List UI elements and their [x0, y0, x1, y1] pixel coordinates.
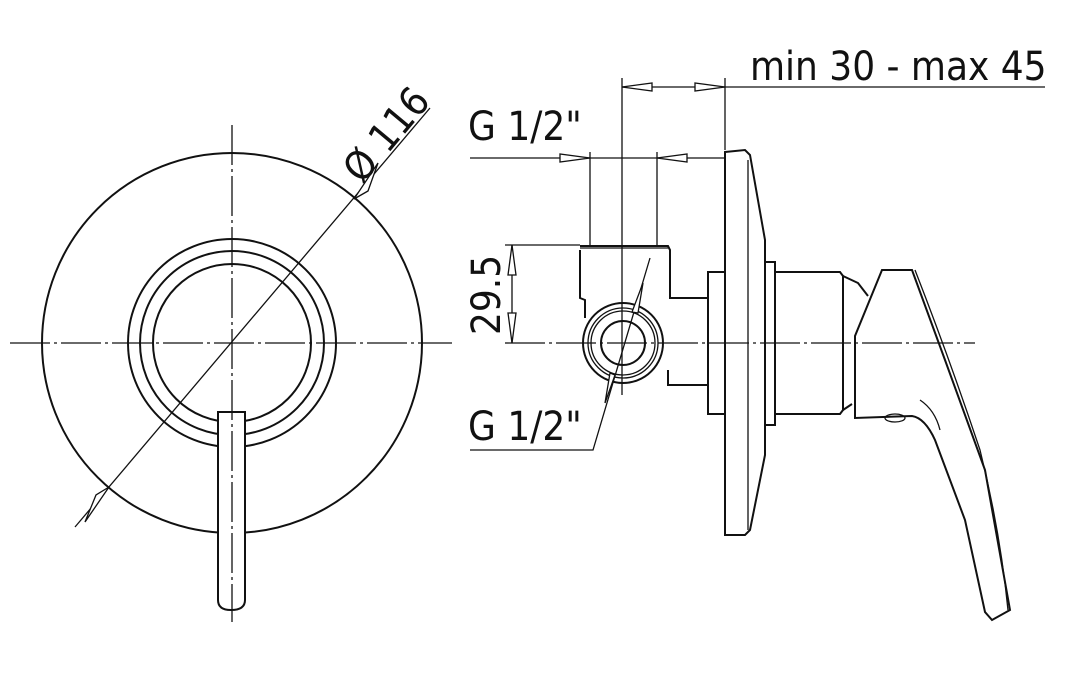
- bottom-thread-leader: [470, 257, 651, 451]
- leader-arrow-top: [631, 282, 644, 314]
- depth-label: min 30 - max 45: [750, 44, 1047, 90]
- inlet-top-body: [579, 245, 708, 318]
- inlet-outer-ring: [582, 302, 664, 384]
- collar: [764, 261, 776, 426]
- inlet-bore: [600, 320, 646, 366]
- thread-arrow-left: [559, 153, 591, 163]
- inlet-thread-ring-2: [590, 310, 656, 376]
- inlet-bottom-body: [667, 370, 708, 386]
- depth-arrow-left: [621, 82, 653, 92]
- cartridge-body: [775, 271, 844, 415]
- inlet-top-label: G 1/2": [468, 104, 582, 150]
- diameter-arrow-top: [353, 162, 379, 200]
- lever-highlight: [914, 269, 1009, 611]
- lever-pivot: [884, 413, 906, 423]
- side-view: min 30 - max 45 G 1/2" 29.5 G 1/2": [464, 44, 1047, 622]
- height-arrow-top: [507, 244, 517, 276]
- inlet-height-label: 29.5: [464, 255, 510, 335]
- wall-plate: [724, 148, 766, 536]
- body-taper: [842, 275, 869, 411]
- inlet-bottom-label: G 1/2": [468, 404, 582, 450]
- depth-arrow-right: [694, 82, 726, 92]
- inlet-thread-ring: [587, 307, 659, 379]
- diameter-label: Ø 116: [334, 79, 439, 192]
- thread-arrow-right: [656, 153, 688, 163]
- lever-inner-curve: [919, 399, 941, 431]
- lever-handle-side: [854, 269, 1012, 622]
- height-arrow-bottom: [507, 312, 517, 344]
- front-view: Ø 116: [10, 79, 452, 622]
- diameter-arrow-bottom: [84, 486, 110, 523]
- leader-arrow-bottom: [604, 372, 616, 404]
